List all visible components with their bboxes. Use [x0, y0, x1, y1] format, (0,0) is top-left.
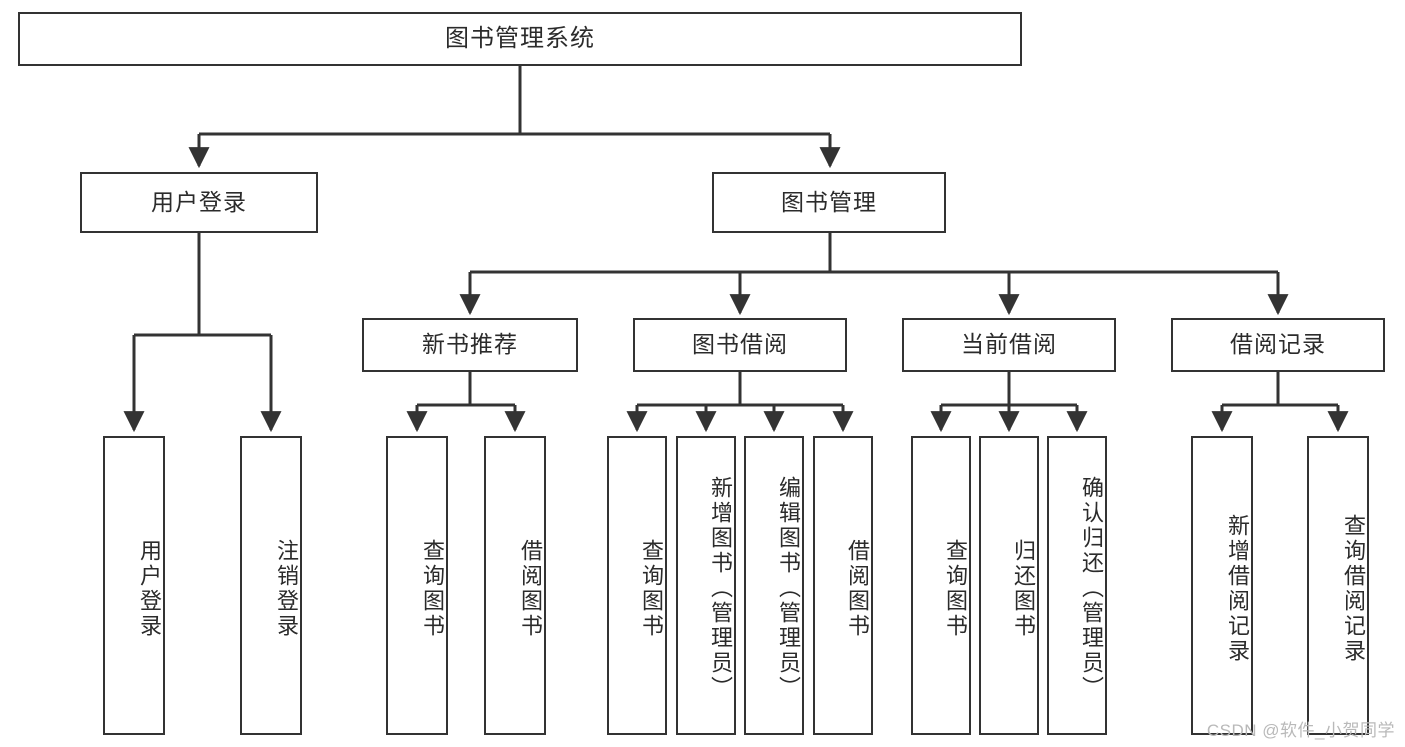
- leaf-label: 查询图书: [943, 538, 968, 639]
- node-user-login[interactable]: 用户登录: [80, 172, 318, 233]
- leaf-user-login[interactable]: 用户登录: [103, 436, 165, 735]
- node-label: 用户登录: [151, 188, 247, 215]
- leaf-label: 注销登录: [274, 538, 299, 639]
- leaf-bookborrow-borrow-book[interactable]: 借阅图书: [813, 436, 873, 735]
- leaf-newbook-query-book[interactable]: 查询图书: [386, 436, 448, 735]
- leaf-logout[interactable]: 注销登录: [240, 436, 302, 735]
- node-label: 当前借阅: [961, 331, 1057, 358]
- leaf-borrowrecords-query-record[interactable]: 查询借阅记录: [1307, 436, 1369, 735]
- leaf-label: 借阅图书: [845, 538, 870, 639]
- node-borrow-records[interactable]: 借阅记录: [1171, 318, 1385, 372]
- leaf-label: 编辑图书（管理员）: [776, 476, 801, 701]
- node-book-management[interactable]: 图书管理: [712, 172, 946, 233]
- node-root-book-management-system[interactable]: 图书管理系统: [18, 12, 1022, 66]
- leaf-currentborrow-return-book[interactable]: 归还图书: [979, 436, 1039, 735]
- leaf-label: 查询图书: [420, 538, 445, 639]
- node-current-borrow[interactable]: 当前借阅: [902, 318, 1116, 372]
- leaf-label: 确认归还（管理员）: [1079, 476, 1104, 701]
- node-label: 图书管理系统: [445, 24, 595, 52]
- leaf-bookborrow-edit-book-admin[interactable]: 编辑图书（管理员）: [744, 436, 804, 735]
- leaf-bookborrow-query-book[interactable]: 查询图书: [607, 436, 667, 735]
- leaf-label: 新增借阅记录: [1225, 513, 1250, 664]
- node-new-book-recommendation[interactable]: 新书推荐: [362, 318, 578, 372]
- node-label: 新书推荐: [422, 331, 518, 358]
- node-label: 图书管理: [781, 188, 877, 215]
- leaf-currentborrow-query-book[interactable]: 查询图书: [911, 436, 971, 735]
- leaf-newbook-borrow-book[interactable]: 借阅图书: [484, 436, 546, 735]
- watermark: CSDN @软件_小贺同学: [1206, 721, 1395, 740]
- leaf-label: 用户登录: [137, 538, 162, 639]
- node-label: 图书借阅: [692, 331, 788, 358]
- node-label: 借阅记录: [1230, 331, 1326, 358]
- leaf-label: 查询借阅记录: [1341, 513, 1366, 664]
- leaf-label: 归还图书: [1011, 538, 1036, 639]
- leaf-label: 借阅图书: [518, 538, 543, 639]
- leaf-borrowrecords-add-record[interactable]: 新增借阅记录: [1191, 436, 1253, 735]
- leaf-label: 新增图书（管理员）: [708, 476, 733, 701]
- leaf-label: 查询图书: [639, 538, 664, 639]
- node-book-borrow[interactable]: 图书借阅: [633, 318, 847, 372]
- leaf-currentborrow-confirm-return-admin[interactable]: 确认归还（管理员）: [1047, 436, 1107, 735]
- leaf-bookborrow-add-book-admin[interactable]: 新增图书（管理员）: [676, 436, 736, 735]
